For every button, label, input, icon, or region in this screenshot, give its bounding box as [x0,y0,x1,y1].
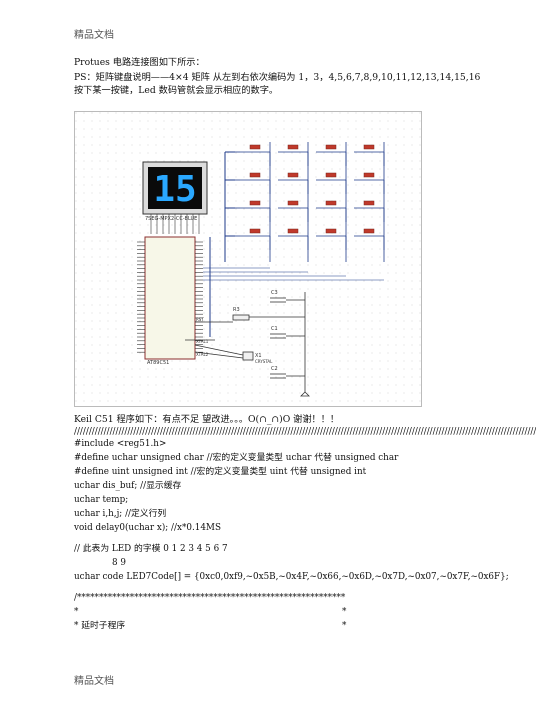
c1-label: C1 [271,326,278,332]
code-line-4: uchar dis_buf; //显示缓存 [74,481,182,491]
xtal1-label: XTAL1 [196,339,209,344]
keypad-button [325,172,337,178]
star-right-2: * [342,621,347,631]
keil-intro: Keil C51 程序如下：有点不足 望改进。。。O(∩_∩)O 谢谢！！！ [74,414,340,425]
circuit-svg: 15 7SEG-MPX2-CC-BLUE AT89C51 [75,112,421,406]
ps-line-2: 按下某一按键，Led 数码管就会显示相应的数字。 [74,85,279,96]
keypad-4x4 [203,142,385,281]
ps-line-1: PS：矩阵键盘说明——4×4 矩阵 从左到右依次编码为 1，3，4,5,6,7,… [74,72,481,83]
led-comment: // 此表为 LED 的字模 0 1 2 3 4 5 6 7 [74,544,228,554]
keypad-button [325,228,337,234]
c2-label: C2 [271,366,278,372]
page-footer: 精品文档 [74,676,114,687]
c3-label: C3 [271,290,278,296]
r3-label: R3 [233,307,240,313]
star-right-1: * [342,607,347,617]
stars-divider: /***************************************… [74,593,346,603]
chip-label: AT89C51 [147,360,169,366]
keypad-button [287,200,299,206]
intro-text: Protues 电路连接图如下所示： [74,57,205,68]
delay-comment: * 延时子程序 [74,621,126,631]
keypad-button [325,200,337,206]
display-label: 7SEG-MPX2-CC-BLUE [145,216,197,222]
code-line-5: uchar temp; [74,495,129,505]
keypad-button [363,200,375,206]
keypad-button [287,144,299,150]
seven-segment-display: 15 7SEG-MPX2-CC-BLUE [142,161,208,234]
wire-bus [209,151,235,337]
keypad-button [363,228,375,234]
slash-divider: ////////////////////////////////////////… [74,427,536,437]
led-comment-2: 8 9 [112,558,126,568]
page-header: 精品文档 [74,30,114,41]
keypad-button [249,172,261,178]
keypad-button [363,144,375,150]
star-left-1: * [74,607,79,617]
code-line-1: #include <reg51.h> [74,439,167,449]
code-line-7: void delay0(uchar x); //x*0.14MS [74,523,221,533]
display-digits: 15 [153,169,196,210]
oscillator-circuit: R3 C3 C1 X1 CRYSTAL C2 RST XTAL1 [185,290,310,397]
led-code: uchar code LED7Code[] = {0xc0,0xf9,~0x5B… [74,572,509,582]
keypad-button [249,228,261,234]
crystal-label: CRYSTAL [255,359,273,364]
mcu-chip: AT89C51 [137,236,203,366]
keypad-button [287,228,299,234]
keypad-button [249,200,261,206]
keypad-button [287,172,299,178]
keypad-button [363,172,375,178]
xtal2-label: XTAL2 [196,352,209,357]
keypad-button [249,144,261,150]
x1-label: X1 [255,353,262,359]
keypad-button [325,144,337,150]
code-line-6: uchar i,h,j; //定义行列 [74,509,167,519]
code-line-2: #define uchar unsigned char //宏的定义变量类型 u… [74,453,399,463]
circuit-diagram: 15 7SEG-MPX2-CC-BLUE AT89C51 [74,111,422,407]
code-line-3: #define uint unsigned int //宏的定义变量类型 uin… [74,467,367,477]
rst-label: RST [196,317,204,322]
